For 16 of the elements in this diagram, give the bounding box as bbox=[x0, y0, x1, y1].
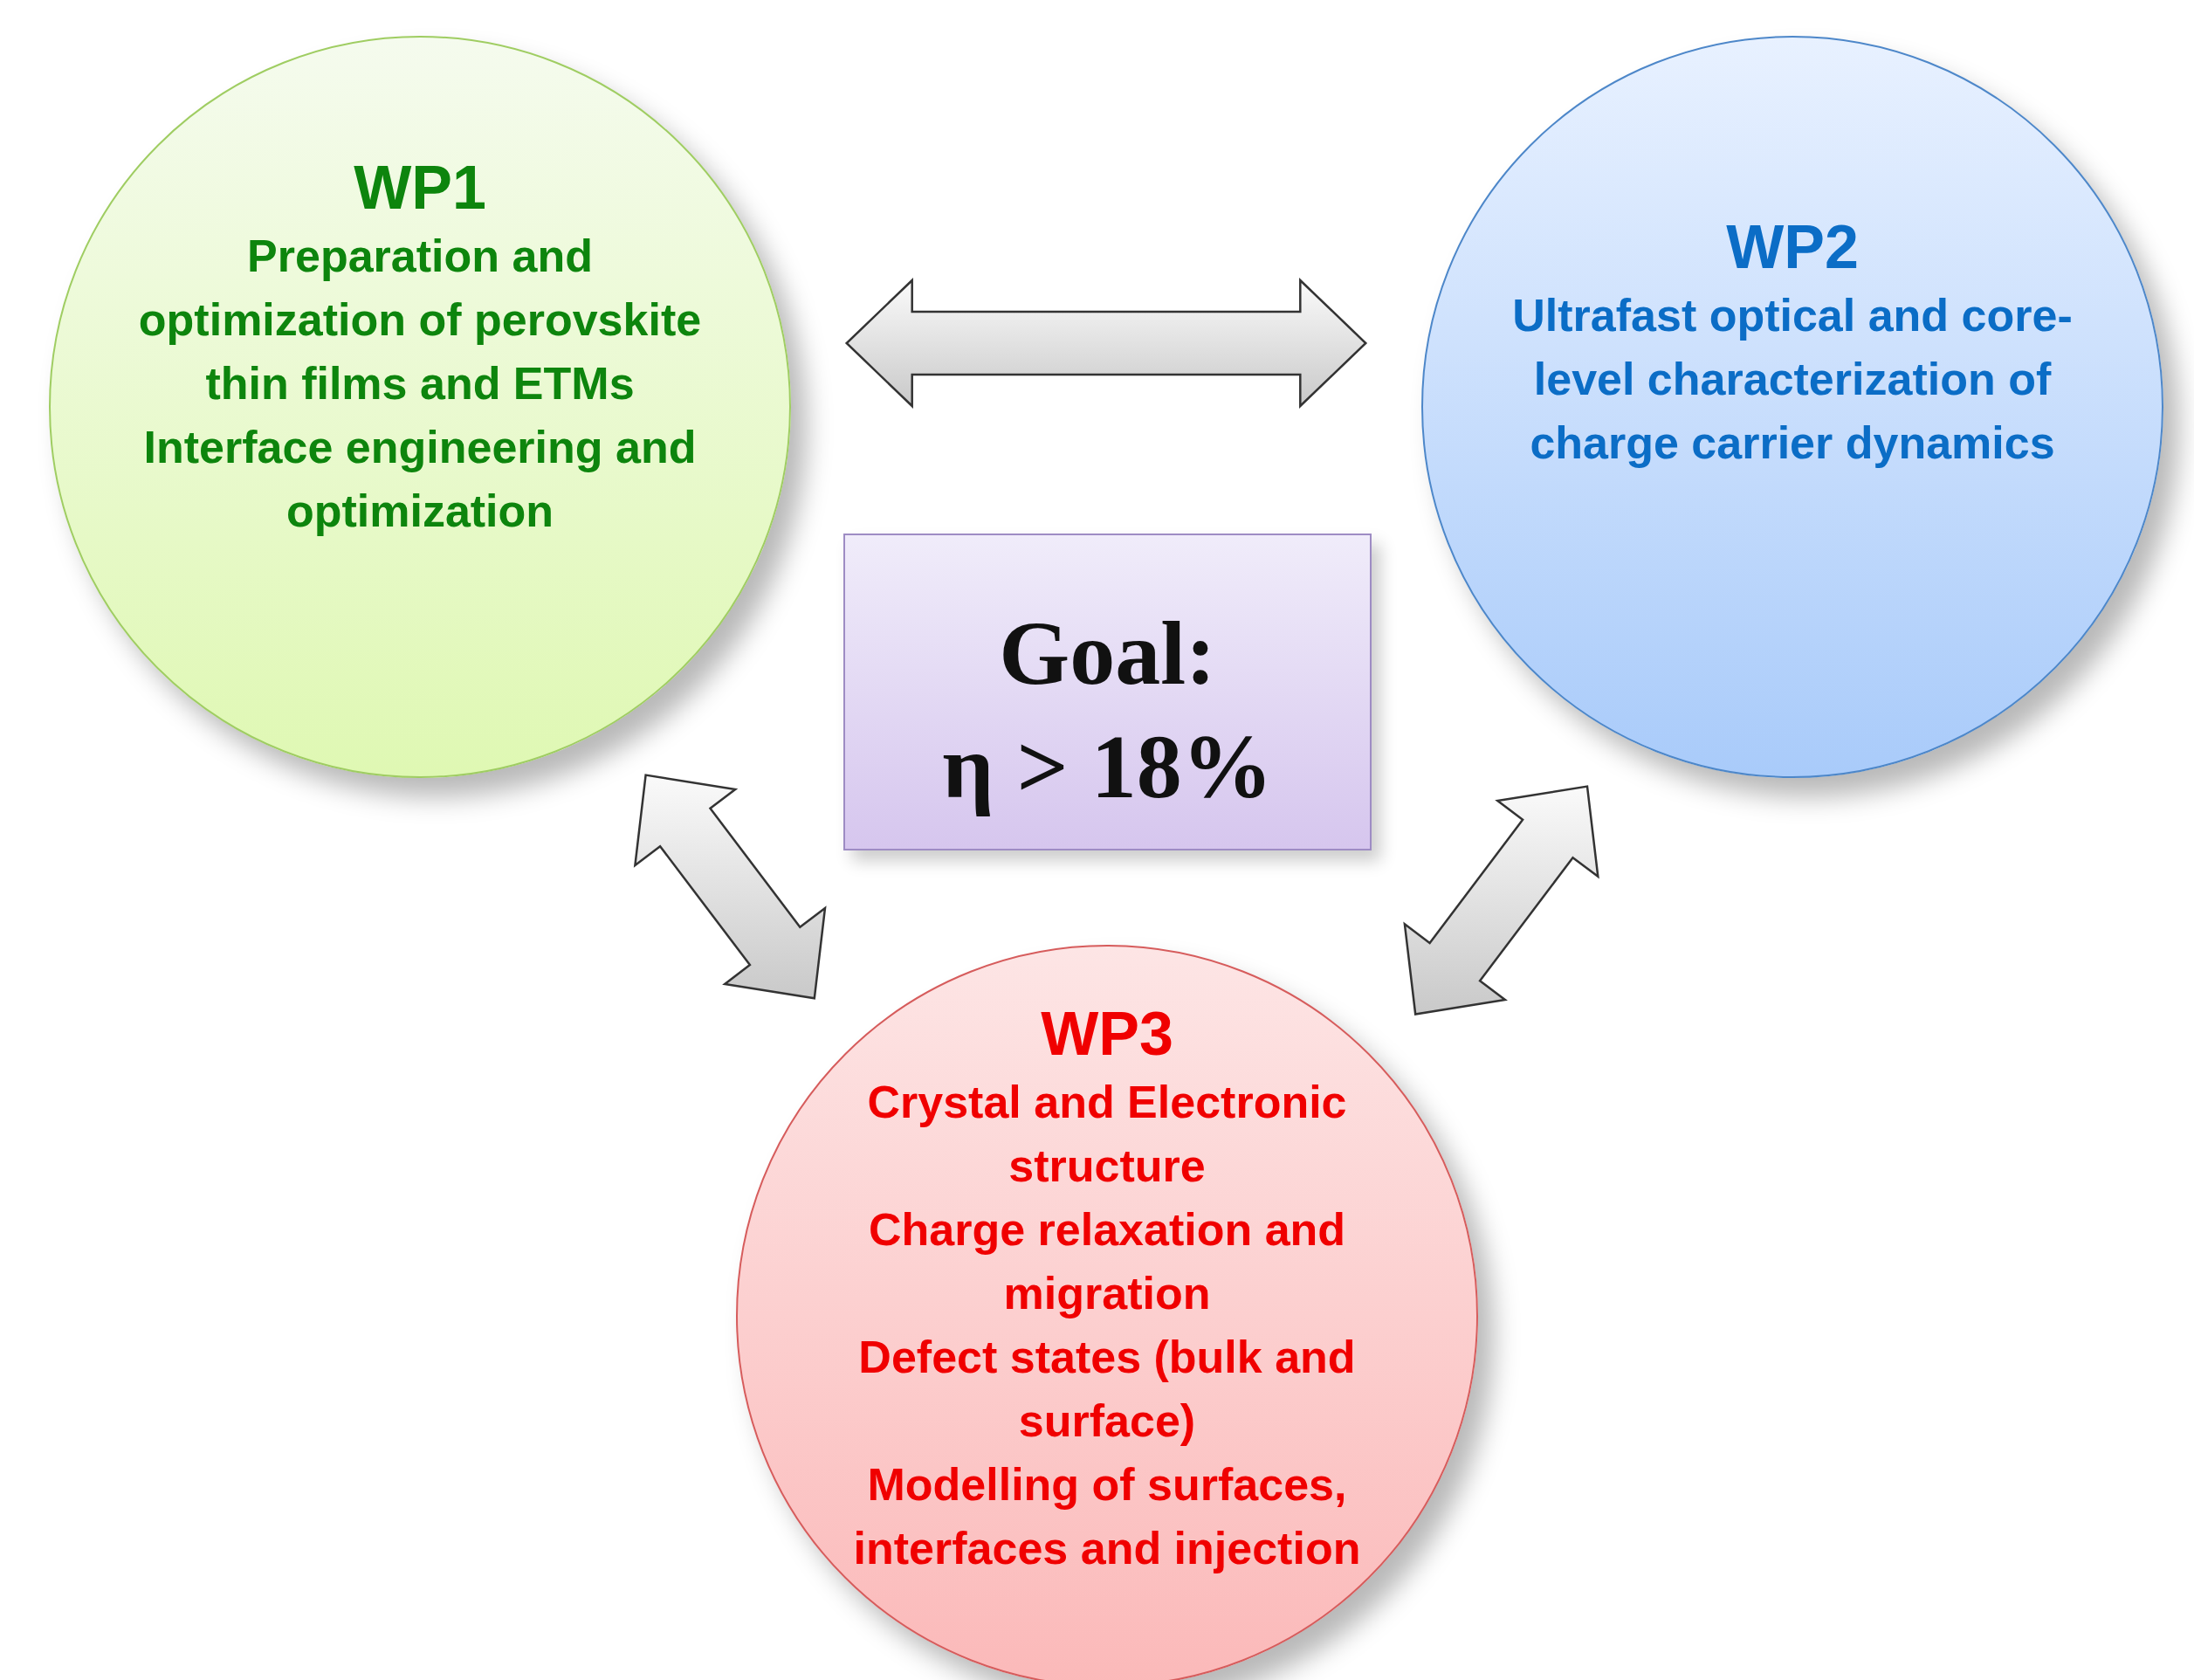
goal-value: η > 18% bbox=[941, 715, 1274, 818]
description: Crystal and Electronic structure bbox=[866, 1076, 1348, 1193]
description: Modelling of surfaces, interfaces and injection bbox=[852, 1458, 1362, 1575]
heading: WP3 bbox=[1040, 999, 1174, 1070]
description: Charge relaxation and migration bbox=[867, 1203, 1347, 1320]
heading: WP2 bbox=[1725, 212, 1860, 283]
description: Ultrafast optical and core-level characterization of charge carrier dynamics bbox=[1511, 289, 2074, 470]
description: Preparation and optimization of perovskite thin films and ETMs bbox=[137, 230, 703, 410]
heading: Goal: bbox=[998, 602, 1217, 705]
description: Interface engineering and optimization bbox=[142, 421, 698, 538]
double-arrow bbox=[633, 774, 827, 1000]
description: Defect states (bulk and surface) bbox=[857, 1331, 1357, 1448]
double-arrow bbox=[844, 278, 1368, 409]
heading: WP1 bbox=[353, 153, 487, 224]
goal-box bbox=[843, 534, 1372, 850]
double-arrow bbox=[1403, 785, 1599, 1016]
